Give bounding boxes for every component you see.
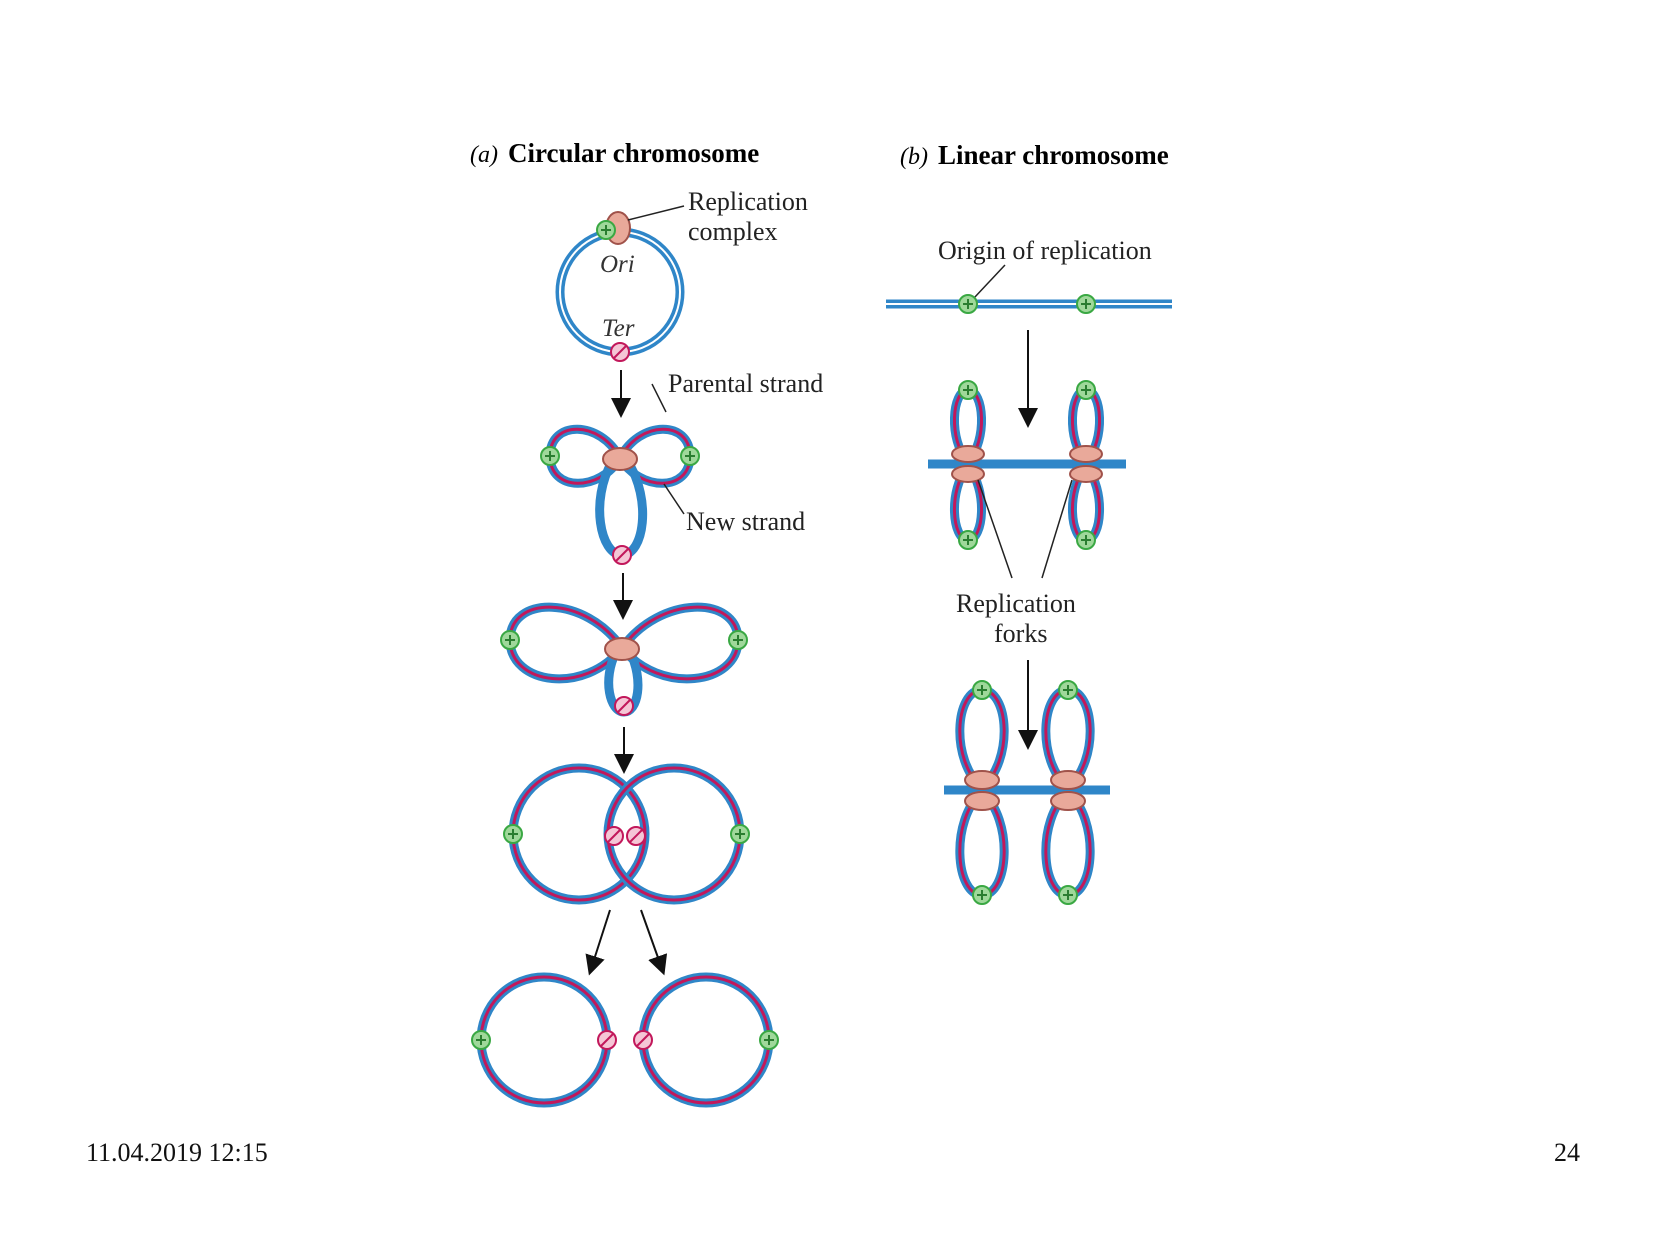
replication-forks-label-line2: forks	[994, 619, 1047, 648]
replication-complex-icon	[964, 791, 1000, 811]
slide-date: 11.04.2019 12:15	[86, 1138, 268, 1167]
circular-stage-4	[503, 763, 750, 905]
origin-icon	[503, 824, 523, 844]
replication-complex-icon	[1050, 770, 1086, 790]
origin-of-replication-label: Origin of replication	[938, 236, 1152, 265]
svg-text:(b)Linear chromosome: (b)Linear chromosome	[900, 140, 1169, 170]
replication-complex-icon	[1069, 465, 1103, 483]
panel-b-title: (b)Linear chromosome	[900, 140, 1169, 170]
linear-stage-1	[886, 294, 1172, 314]
slide-page-number: 24	[1554, 1138, 1580, 1167]
origin-icon	[759, 1030, 779, 1050]
origin-icon	[958, 380, 978, 400]
origin-icon	[730, 824, 750, 844]
origin-icon	[972, 885, 992, 905]
replication-forks-label-line1: Replication	[956, 589, 1076, 618]
origin-icon	[680, 446, 700, 466]
origin-icon	[596, 220, 616, 240]
terminus-icon	[604, 826, 624, 846]
arrow-a4-left	[585, 909, 611, 976]
replication-complex-icon	[951, 445, 985, 463]
replication-complex-icon	[1050, 791, 1086, 811]
origin-icon	[540, 446, 560, 466]
linear-stage-2	[928, 380, 1126, 579]
ter-label: Ter	[602, 315, 635, 342]
replication-complex-icon	[951, 465, 985, 483]
origin-icon	[1058, 885, 1078, 905]
terminus-icon	[614, 696, 634, 716]
parental-strand-label: Parental strand	[668, 369, 823, 398]
terminus-icon	[610, 342, 630, 362]
origin-icon	[958, 530, 978, 550]
origin-icon	[1076, 380, 1096, 400]
new-strand-label: New strand	[686, 507, 805, 536]
replication-complex-icon	[964, 770, 1000, 790]
circular-stage-3	[500, 602, 748, 717]
origin-icon	[471, 1030, 491, 1050]
circular-stage-5	[471, 972, 779, 1108]
arrow-a4-right	[640, 909, 668, 976]
origin-icon	[1058, 680, 1078, 700]
svg-text:(a)Circular chromosome: (a)Circular chromosome	[470, 138, 759, 168]
origin-icon	[958, 294, 978, 314]
replication-complex-icon	[602, 447, 638, 471]
origin-icon	[972, 680, 992, 700]
origin-pointer-line	[973, 264, 1006, 299]
replication-complex-label-line2: complex	[688, 217, 778, 246]
replication-complex-icon	[1069, 445, 1103, 463]
ori-label: Ori	[600, 251, 635, 278]
terminus-icon	[633, 1030, 653, 1050]
origin-icon	[500, 630, 520, 650]
origin-icon	[1076, 530, 1096, 550]
circular-stage-1	[555, 205, 685, 362]
terminus-icon	[612, 545, 632, 565]
panel-a-title: (a)Circular chromosome	[470, 138, 759, 168]
linear-stage-3	[944, 680, 1110, 905]
terminus-icon	[626, 826, 646, 846]
replication-complex-icon	[604, 637, 640, 661]
origin-icon	[1076, 294, 1096, 314]
origin-icon	[728, 630, 748, 650]
replication-complex-label-line1: Replication	[688, 187, 808, 216]
terminus-icon	[597, 1030, 617, 1050]
circular-stage-2	[540, 383, 700, 565]
